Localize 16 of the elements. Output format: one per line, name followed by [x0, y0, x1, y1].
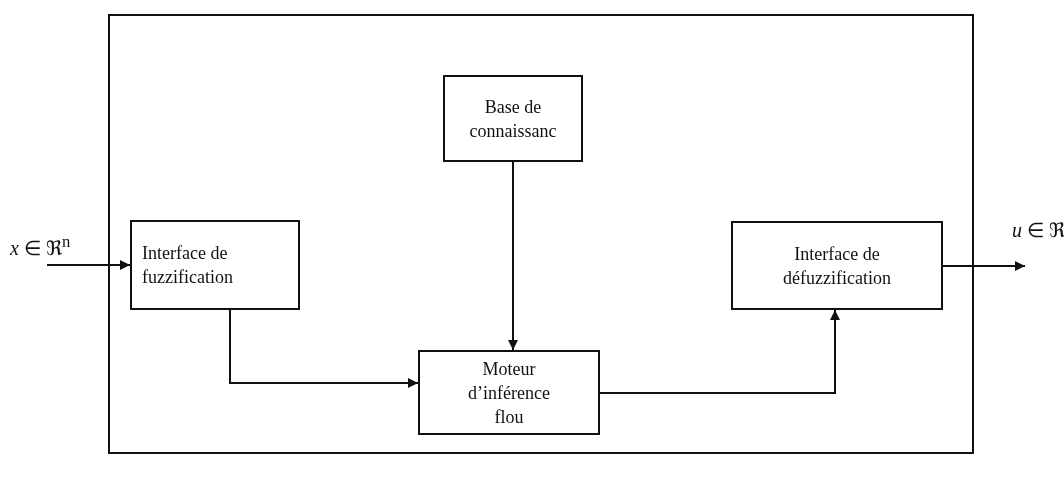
box-label: Base de connaissanc [468, 95, 558, 143]
edge-label: x ∈ ℜ$^{n}$ [10, 232, 71, 260]
process-box [731, 221, 943, 310]
process-box [443, 75, 583, 162]
arrow [942, 261, 1026, 271]
box-label: Interface de défuzzification [782, 242, 892, 290]
arrow [599, 309, 840, 394]
system-frame [108, 14, 974, 454]
arrow [46, 260, 131, 270]
edge-label: u ∈ ℜ [1012, 218, 1064, 242]
process-box [418, 350, 600, 435]
arrow [229, 309, 419, 388]
box-label: Moteur d’inférence flou [467, 357, 551, 429]
arrow [508, 161, 518, 351]
box-label: Interface de fuzzification [142, 242, 234, 289]
process-box [130, 220, 300, 310]
